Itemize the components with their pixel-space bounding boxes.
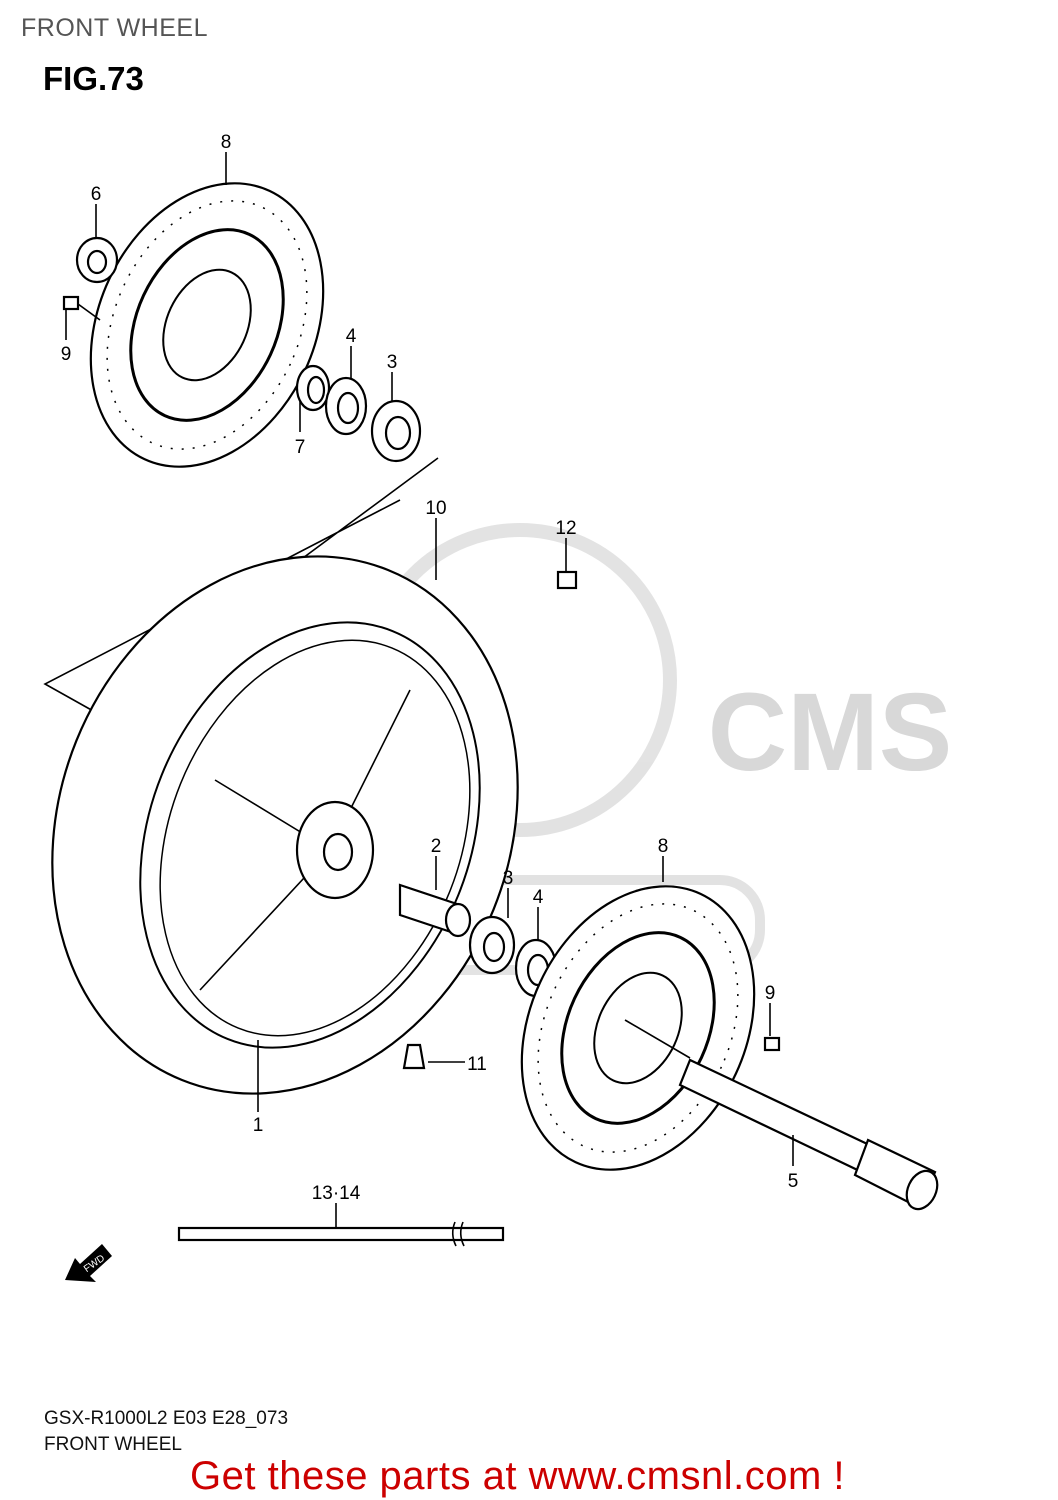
spacer-7 xyxy=(295,364,331,412)
page-header-title: FRONT WHEEL xyxy=(21,14,208,42)
callout-12: 12 xyxy=(555,518,576,539)
brake-disc-left xyxy=(89,182,325,468)
callout-3-lower: 3 xyxy=(503,868,514,889)
wheel-and-tire xyxy=(51,555,519,1095)
watermark-text: CMS xyxy=(708,671,952,794)
bearing-3-lower xyxy=(468,915,516,975)
front-axle-5 xyxy=(624,1019,939,1211)
axle-spacer-2 xyxy=(398,883,472,938)
oil-seal-4-upper xyxy=(324,376,368,436)
rim-tape-13-14 xyxy=(177,1221,505,1247)
valve-11 xyxy=(402,1043,426,1070)
callout-5: 5 xyxy=(788,1171,799,1192)
callout-8-upper: 8 xyxy=(221,132,232,153)
callout-4-lower: 4 xyxy=(533,887,544,908)
bearing-3-upper xyxy=(370,399,422,463)
figure-number: FIG.73 xyxy=(43,60,144,97)
callout-13-14: 13·14 xyxy=(312,1183,361,1204)
nut-6 xyxy=(75,236,119,284)
callout-2: 2 xyxy=(431,836,442,857)
bolt-9-left xyxy=(62,295,101,321)
callout-6: 6 xyxy=(91,184,102,205)
callout-9-right: 9 xyxy=(765,983,776,1004)
valve-12-cap xyxy=(556,570,578,590)
leader-lines xyxy=(65,152,794,1228)
callout-7: 7 xyxy=(295,437,306,458)
promo-link[interactable]: Get these parts at www.cmsnl.com ! xyxy=(190,1454,845,1498)
callout-9-left: 9 xyxy=(61,344,72,365)
model-code: GSX-R1000L2 E03 E28_073 xyxy=(44,1408,289,1429)
callout-11: 11 xyxy=(467,1054,487,1075)
fwd-arrow-icon: FWD xyxy=(65,1244,112,1282)
section-name: FRONT WHEEL xyxy=(44,1434,182,1455)
callout-1: 1 xyxy=(253,1115,264,1136)
callout-10: 10 xyxy=(425,498,446,519)
callout-3-upper: 3 xyxy=(387,352,398,373)
callout-8-lower: 8 xyxy=(658,836,669,857)
callout-4-upper: 4 xyxy=(346,326,357,347)
bolt-9-right xyxy=(763,1036,781,1052)
